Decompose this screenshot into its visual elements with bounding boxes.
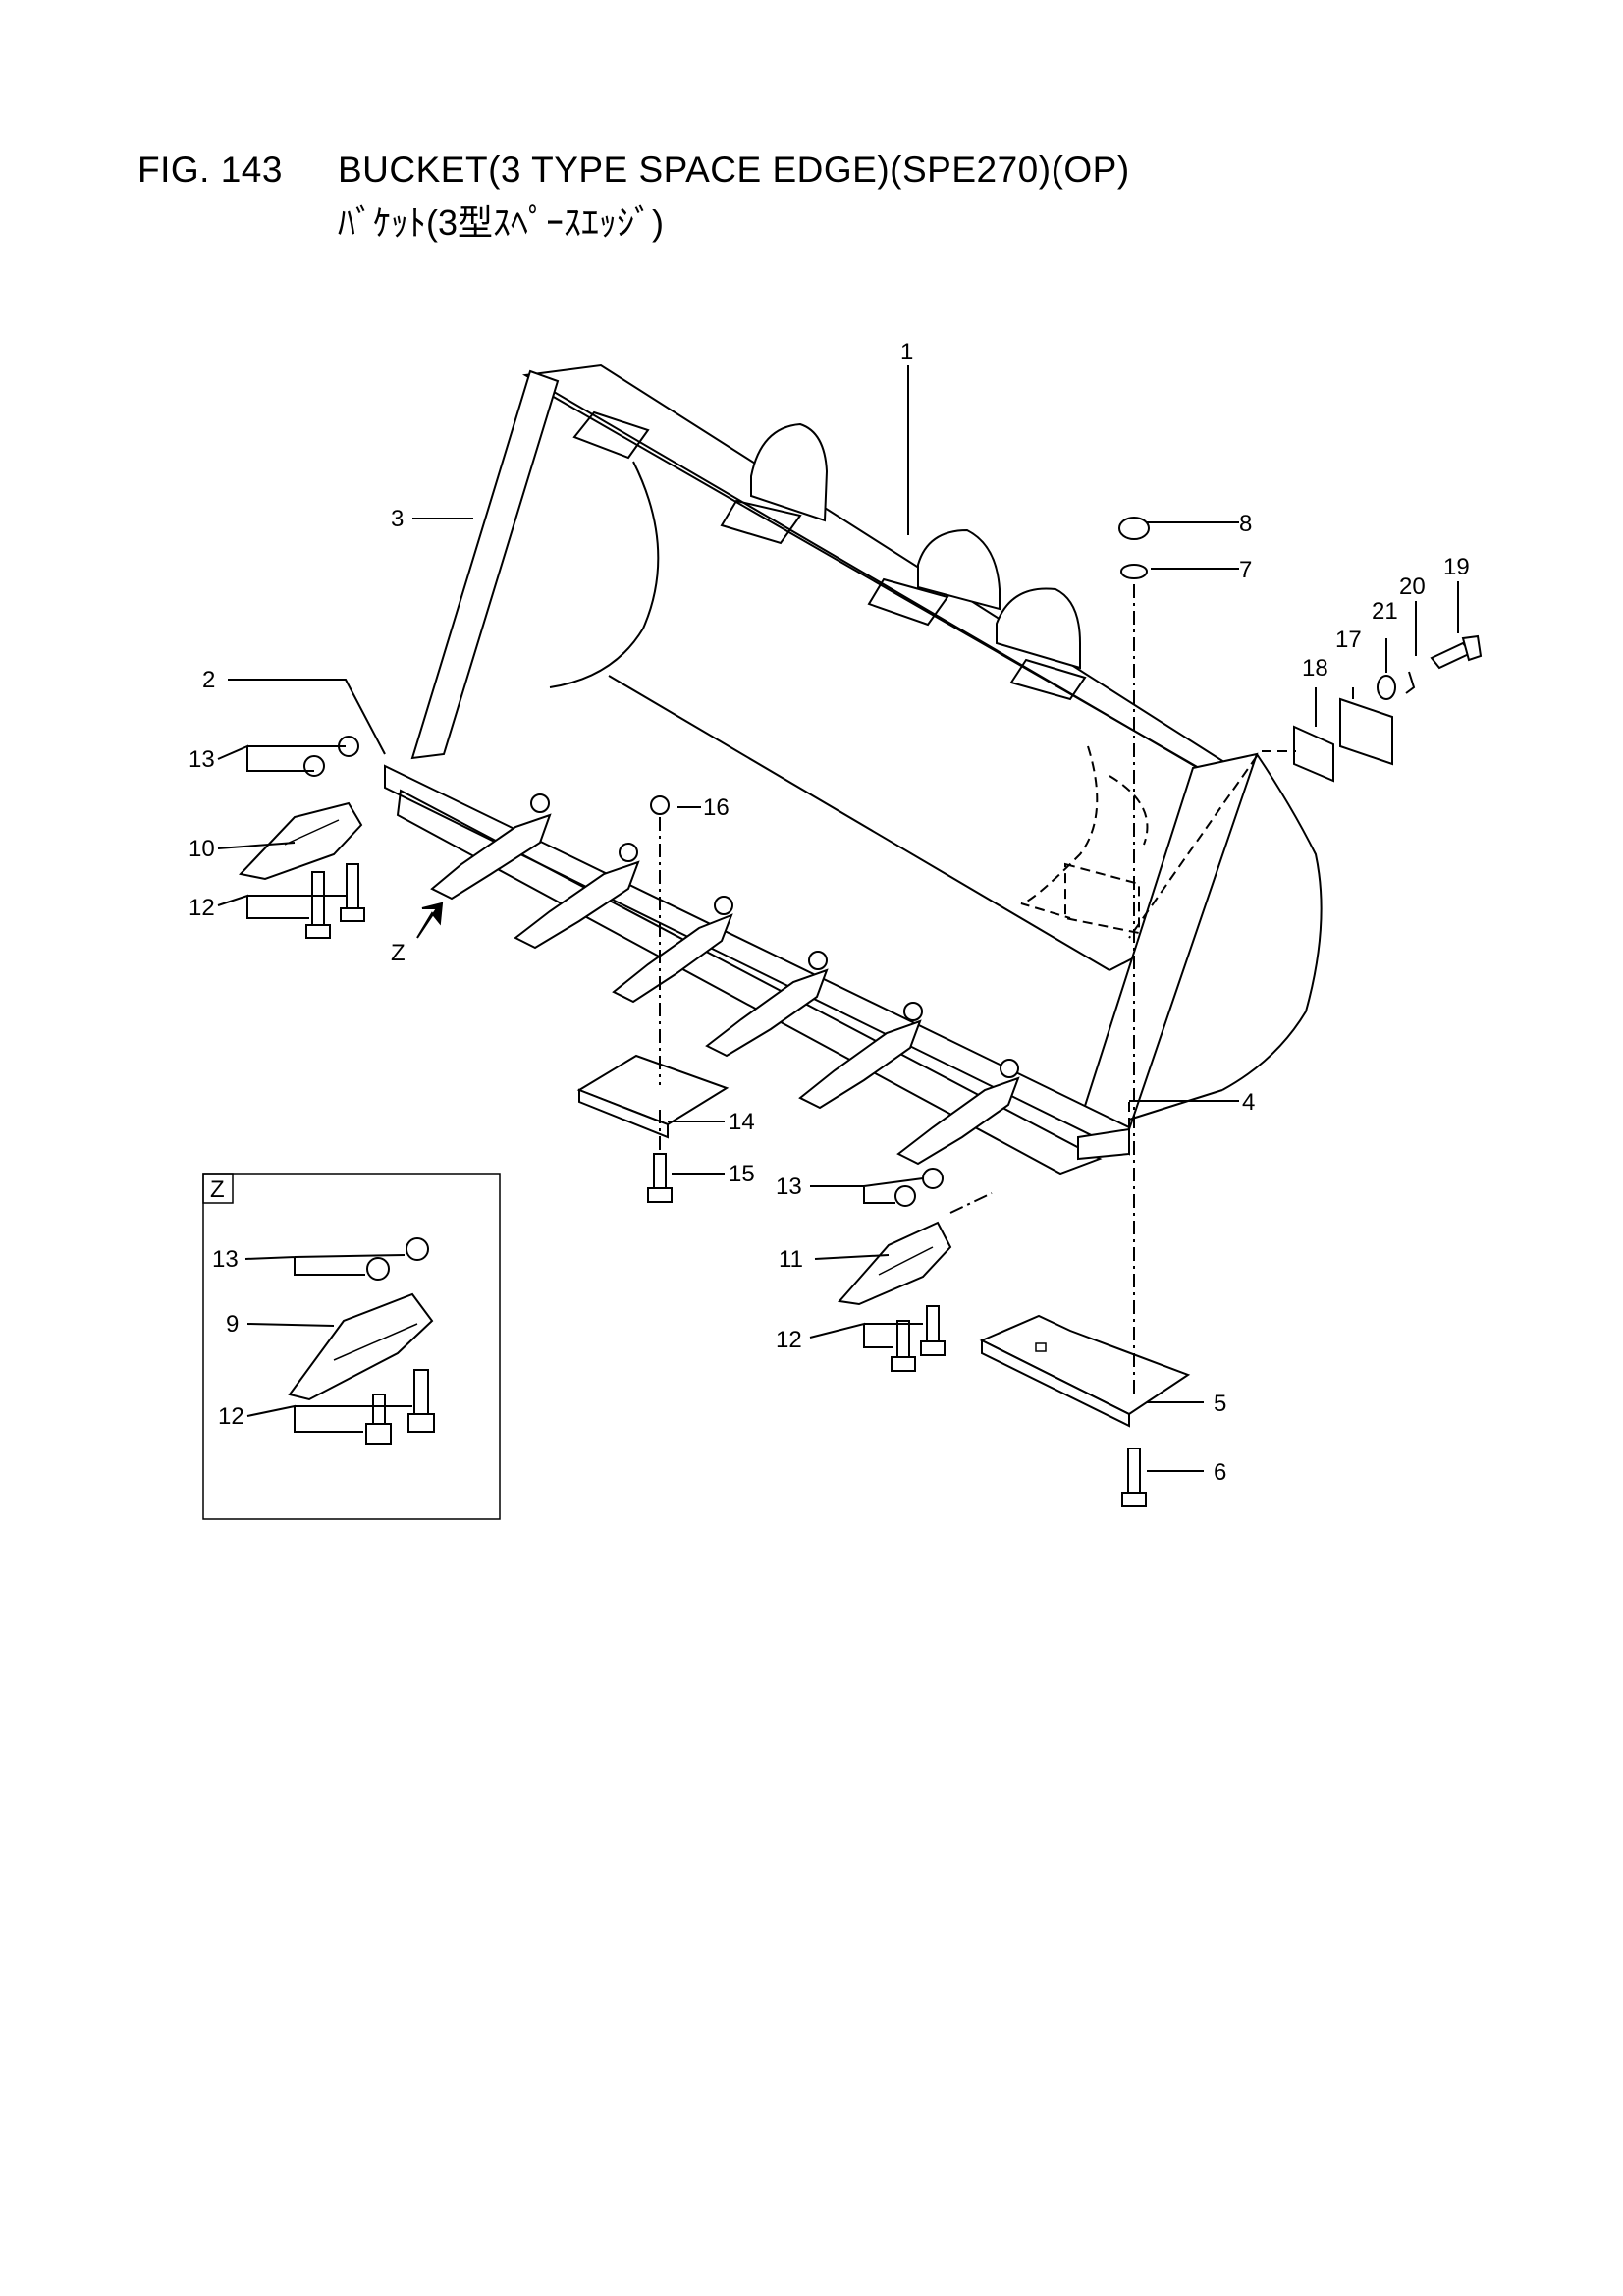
leader-lines xyxy=(217,365,1459,1472)
edge-plate-5-assembly xyxy=(979,517,1191,1507)
callout-21: 21 xyxy=(1372,598,1398,625)
callout-12-left: 12 xyxy=(189,895,215,921)
callout-19: 19 xyxy=(1443,554,1470,580)
callout-17: 17 xyxy=(1335,627,1362,653)
space-edge-14-assembly xyxy=(576,795,730,1203)
tooth-adapter-row xyxy=(430,793,1020,1166)
callout-11: 11 xyxy=(779,1246,803,1273)
callout-2: 2 xyxy=(202,667,215,693)
figure-number: FIG. 143 xyxy=(137,149,283,190)
callout-12-right: 12 xyxy=(776,1327,802,1353)
callout-7: 7 xyxy=(1239,557,1252,583)
callout-13-left: 13 xyxy=(189,746,215,773)
tooth-10-assembly xyxy=(239,736,365,939)
callout-16: 16 xyxy=(703,794,730,821)
callout-15: 15 xyxy=(729,1161,755,1187)
callout-4: 4 xyxy=(1242,1089,1255,1116)
callout-6: 6 xyxy=(1214,1459,1226,1486)
detail-view-box xyxy=(202,1173,501,1520)
callout-14: 14 xyxy=(729,1109,755,1135)
callout-10: 10 xyxy=(189,836,215,862)
callout-18: 18 xyxy=(1302,655,1328,682)
callout-5: 5 xyxy=(1214,1391,1226,1417)
callout-1: 1 xyxy=(900,339,913,365)
figure-title: BUCKET(3 TYPE SPACE EDGE)(SPE270)(OP) xyxy=(338,149,1130,190)
callout-labels: 1 2 3 4 5 6 7 8 9 10 11 12 12 12 13 13 1… xyxy=(189,339,1470,1486)
detail-view-label: Z xyxy=(210,1176,225,1203)
callout-20: 20 xyxy=(1399,574,1426,600)
callout-13-right: 13 xyxy=(776,1174,802,1200)
view-z-marker: Z xyxy=(391,940,406,966)
detail-view-label-box xyxy=(202,1173,234,1204)
bucket-body xyxy=(384,363,1323,1175)
tooth-11-assembly xyxy=(838,1168,993,1372)
callout-12-detail: 12 xyxy=(218,1403,244,1430)
callout-8: 8 xyxy=(1239,511,1252,537)
view-z-arrow: Z xyxy=(391,902,444,966)
callout-9: 9 xyxy=(226,1311,239,1338)
detail-view-z: Z xyxy=(202,1173,501,1520)
figure-subtitle-japanese: ﾊﾞｹｯﾄ(3型ｽﾍﾟｰｽｴｯｼﾞ) xyxy=(338,202,664,243)
callout-3: 3 xyxy=(391,506,404,532)
callout-13-detail: 13 xyxy=(212,1246,239,1273)
bracket-17-18-19-20-21 xyxy=(1262,634,1483,783)
